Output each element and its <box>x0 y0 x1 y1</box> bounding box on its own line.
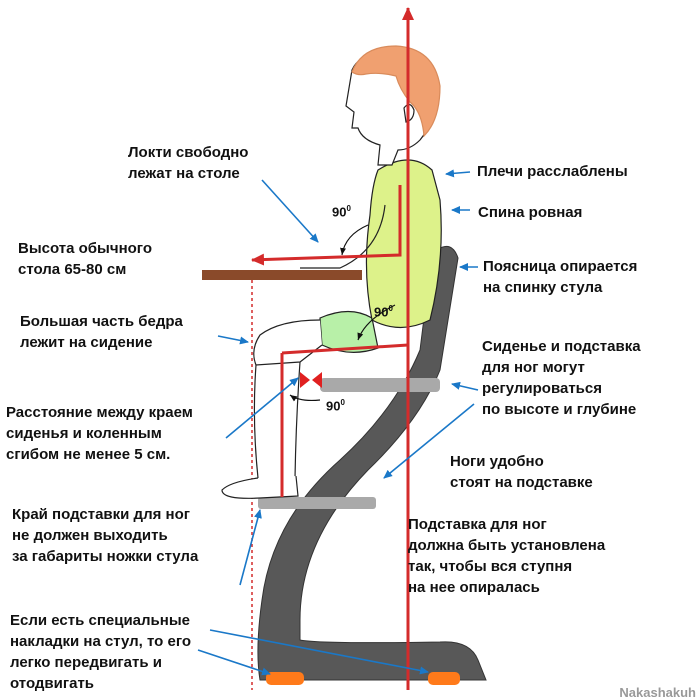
table-top <box>202 270 362 280</box>
label-thigh: Большая часть бедра лежит на сидение <box>20 311 183 353</box>
angle-label-elbow: 900 <box>332 204 351 219</box>
label-seat-adjust: Сиденье и подставка для ног могут регули… <box>482 336 641 420</box>
pads-arrow-right <box>209 629 429 675</box>
callout-arrows <box>197 169 479 676</box>
label-line: Если есть специальные <box>10 612 190 629</box>
label-line: не должен выходить <box>12 527 168 544</box>
label-table-height: Высота обычного стола 65-80 см <box>18 238 152 280</box>
label-line: регулироваться <box>482 380 602 397</box>
angle-value: 90 <box>326 398 341 414</box>
label-line: на нее опиралась <box>408 579 540 596</box>
label-line: Край подставки для ног <box>12 506 190 523</box>
label-line: за габариты ножки стула <box>12 548 199 565</box>
angle-indicators <box>289 224 396 402</box>
angle-unit: 0 <box>388 304 393 313</box>
label-line: на спинку стула <box>483 279 603 296</box>
chair-frame <box>257 245 487 681</box>
shirt <box>365 159 442 329</box>
label-footrest-install: Подставка для ног должна быть установлен… <box>408 514 605 598</box>
label-line: так, чтобы вся ступня <box>408 558 573 575</box>
label-line: для ног могут <box>482 359 585 376</box>
label-line: отодвигать <box>10 675 95 692</box>
angle-unit: 0 <box>346 204 351 213</box>
knee-gap-marker <box>300 372 322 388</box>
elbow-angle-arc <box>340 224 369 256</box>
label-line: должна быть установлена <box>408 537 606 554</box>
foot-pad-left <box>266 672 304 685</box>
label-back: Спина ровная <box>478 202 582 223</box>
label-line: Сиденье и подставка <box>482 338 641 355</box>
posture-lines <box>251 7 414 690</box>
pads-arrow-left <box>197 649 271 676</box>
label-elbows: Локти свободно лежат на столе <box>128 142 248 184</box>
watermark: Nakashakuh <box>619 685 696 700</box>
forearm-line <box>251 185 402 266</box>
foot <box>221 475 299 499</box>
hip-angle-arc <box>357 304 396 341</box>
angle-unit: 0 <box>340 398 345 407</box>
angle-label-hip: 900 <box>374 304 393 319</box>
child-figure <box>221 45 442 499</box>
label-pads: Если есть специальные накладки на стул, … <box>10 610 191 694</box>
shin <box>253 361 301 479</box>
label-line: Плечи расслаблены <box>477 163 628 180</box>
feet-rest-arrow <box>383 403 475 479</box>
label-line: Локти свободно <box>128 144 249 161</box>
label-line: стоят на подставке <box>450 474 593 491</box>
shoulders-arrow <box>445 169 471 178</box>
angle-label-knee: 900 <box>326 398 345 413</box>
label-line: Ноги удобно <box>450 453 544 470</box>
label-shoulders: Плечи расслаблены <box>477 161 628 182</box>
label-line: накладки на стул, то его <box>10 633 192 650</box>
chair <box>257 245 487 685</box>
elbows-arrow <box>261 179 319 243</box>
footrest-edge-arrow <box>239 509 262 586</box>
angle-value: 90 <box>374 304 389 320</box>
knee-distance-arrow <box>225 377 299 439</box>
seat-pad <box>320 378 440 392</box>
hair <box>351 45 441 138</box>
foot-pad-right <box>428 672 460 685</box>
label-line: лежат на столе <box>128 165 240 182</box>
thigh <box>253 319 323 366</box>
angle-value: 90 <box>332 204 347 220</box>
label-line: Высота обычного <box>18 240 153 257</box>
label-knee-distance: Расстояние между краем сиденья и коленны… <box>6 402 193 465</box>
label-line: по высоте и глубине <box>482 401 637 418</box>
thigh-arrow <box>217 335 249 345</box>
label-line: лежит на сидение <box>20 334 153 351</box>
label-feet-rest: Ноги удобно стоят на подставке <box>450 451 593 493</box>
label-lower-back: Поясница опирается на спинку стула <box>483 256 637 298</box>
knee-angle-arc <box>289 394 321 402</box>
label-line: стола 65-80 см <box>18 261 127 278</box>
label-line: легко передвигать и <box>10 654 162 671</box>
thigh-line <box>281 343 409 355</box>
label-line: Поясница опирается <box>483 258 638 275</box>
label-line: сгибом не менее 5 см. <box>6 446 171 463</box>
label-line: Расстояние между краем <box>6 404 193 421</box>
label-line: сиденья и коленным <box>6 425 162 442</box>
label-line: Подставка для ног <box>408 516 547 533</box>
label-line: Спина ровная <box>478 204 583 221</box>
label-line: Большая часть бедра <box>20 313 183 330</box>
seat-adjust-arrow <box>451 381 479 391</box>
footrest <box>258 497 376 509</box>
arm <box>300 204 386 269</box>
label-footrest-edge: Край подставки для ног не должен выходит… <box>12 504 198 567</box>
